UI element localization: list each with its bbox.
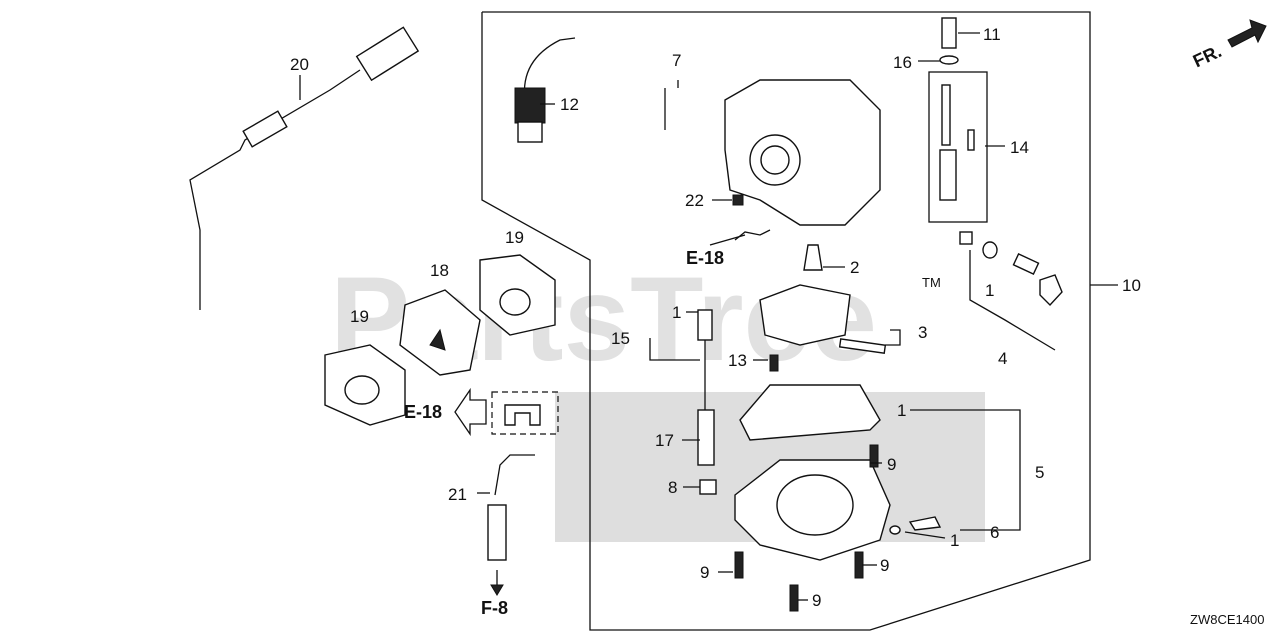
callout-1-gasket: 1 [897, 401, 906, 420]
callout-14: 14 [1010, 138, 1029, 157]
callout-11: 11 [983, 25, 1001, 44]
callout-16: 16 [893, 53, 912, 72]
drain-hose [487, 454, 535, 596]
ref-f8: F-8 [481, 598, 508, 618]
callout-10: 10 [1122, 276, 1141, 295]
callout-21: 21 [448, 485, 467, 504]
ref-e18-top: E-18 [686, 248, 724, 268]
callout-18: 18 [430, 261, 449, 280]
insulator-gaskets [324, 254, 556, 426]
callout-9-right: 9 [880, 556, 889, 575]
clip-detail-box [454, 387, 559, 437]
callout-9-top: 9 [887, 455, 896, 474]
callouts: 20 12 7 11 16 14 22 2 1 10 19 18 19 1 15… [290, 25, 1141, 610]
ref-e18-left: E-18 [404, 402, 442, 422]
callout-3: 3 [918, 323, 927, 342]
callout-19-top: 19 [505, 228, 524, 247]
callout-5: 5 [1035, 463, 1044, 482]
drain-tube [697, 309, 715, 466]
fuel-inlet-fitting [514, 37, 576, 143]
pilot-screw-set [959, 231, 1063, 307]
callout-6: 6 [990, 523, 999, 542]
callout-9-bottom: 9 [812, 591, 821, 610]
front-direction-arrow: FR. [1190, 19, 1267, 71]
callout-19-left: 19 [350, 307, 369, 326]
callout-1-tube: 1 [672, 303, 681, 322]
callout-4: 4 [998, 349, 1007, 368]
needle-jet-stack [928, 17, 988, 223]
trademark-text: TM [922, 275, 941, 290]
callout-12: 12 [560, 95, 579, 114]
callout-1-bottom: 1 [950, 531, 959, 550]
callout-13: 13 [728, 351, 747, 370]
callout-15: 15 [611, 329, 630, 348]
leader-lines [299, 32, 1118, 601]
callout-8: 8 [668, 478, 677, 497]
callout-7: 7 [672, 51, 681, 70]
callout-17: 17 [655, 431, 674, 450]
callout-22: 22 [685, 191, 704, 210]
screws [732, 194, 942, 612]
diagram-code: ZW8CE1400 [1190, 612, 1264, 627]
callout-20: 20 [290, 55, 309, 74]
carburetor-body [724, 79, 881, 241]
assembly-boundary [481, 11, 1091, 631]
throttle-cable [189, 26, 420, 310]
callout-2: 2 [850, 258, 859, 277]
front-marker-label: FR. [1190, 41, 1225, 71]
callout-1-right: 1 [985, 281, 994, 300]
callout-9-left: 9 [700, 563, 709, 582]
float-bowl [699, 384, 891, 561]
float-assembly [759, 244, 887, 354]
